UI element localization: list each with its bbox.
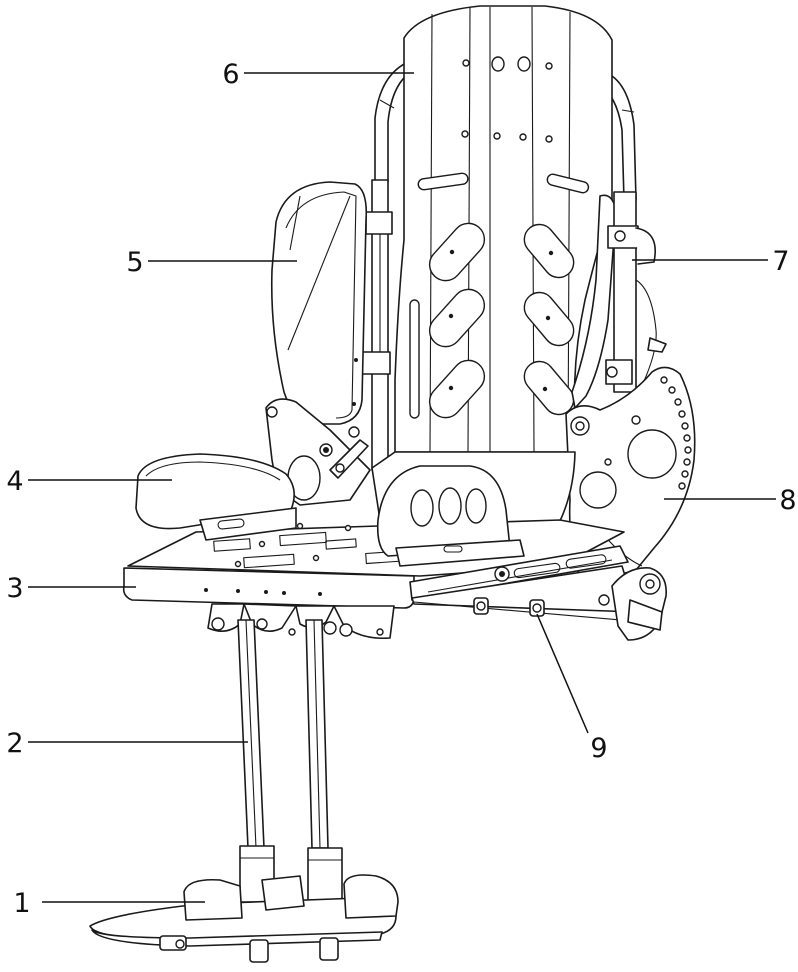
lateral-thoracic-pad: [270, 181, 368, 425]
callout-leaders: [28, 72, 776, 903]
slide-rails: [409, 545, 667, 641]
seat-slide-bolt: [473, 597, 545, 617]
left-back-bracket: [361, 179, 393, 471]
callout-label-6: 6: [222, 59, 239, 90]
callout-label-2: 2: [6, 728, 23, 759]
callout-label-4: 4: [6, 466, 23, 497]
leader-9: [536, 613, 589, 734]
callout-label-1: 1: [13, 888, 30, 919]
footrest-tubes: [237, 619, 343, 905]
callout-label-8: 8: [779, 485, 796, 516]
hip-pad: [135, 453, 297, 541]
callout-labels: 1 2 3 4 5 6 7 8 9: [6, 59, 796, 919]
right-lateral-pad: [571, 191, 667, 409]
callout-label-5: 5: [126, 247, 143, 278]
callout-label-9: 9: [590, 733, 607, 764]
backrest: [394, 5, 613, 453]
footplate: [89, 874, 399, 963]
center-pommel: [376, 465, 525, 567]
callout-label-3: 3: [6, 573, 23, 604]
callout-label-7: 7: [772, 246, 789, 277]
